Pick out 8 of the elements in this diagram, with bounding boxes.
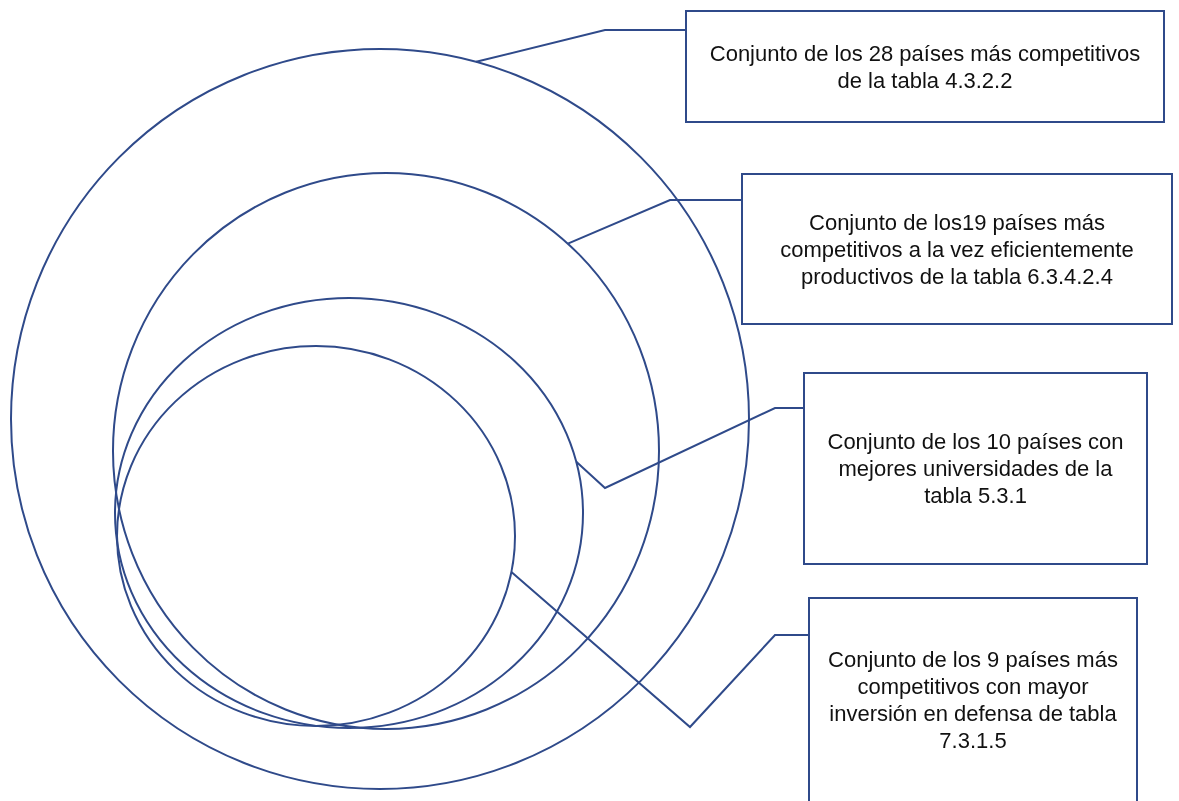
- label-box: Conjunto de los 9 países más competitivos con mayor inversión en defensa de tabla 7.3.1.5: [808, 597, 1138, 801]
- leader-line: [566, 199, 742, 245]
- label-box: Conjunto de los19 países más competitivos a la vez eficientemente productivos de la tabla 6.3.4.2.4: [741, 173, 1173, 325]
- leader-line: [510, 570, 809, 729]
- leader-line: [475, 29, 686, 63]
- label-box: Conjunto de los 10 países con mejores universidades de la tabla 5.3.1: [803, 372, 1148, 565]
- label-box: Conjunto de los 28 países más competitivos de la tabla 4.3.2.2: [685, 10, 1165, 123]
- leader-line: [575, 407, 804, 490]
